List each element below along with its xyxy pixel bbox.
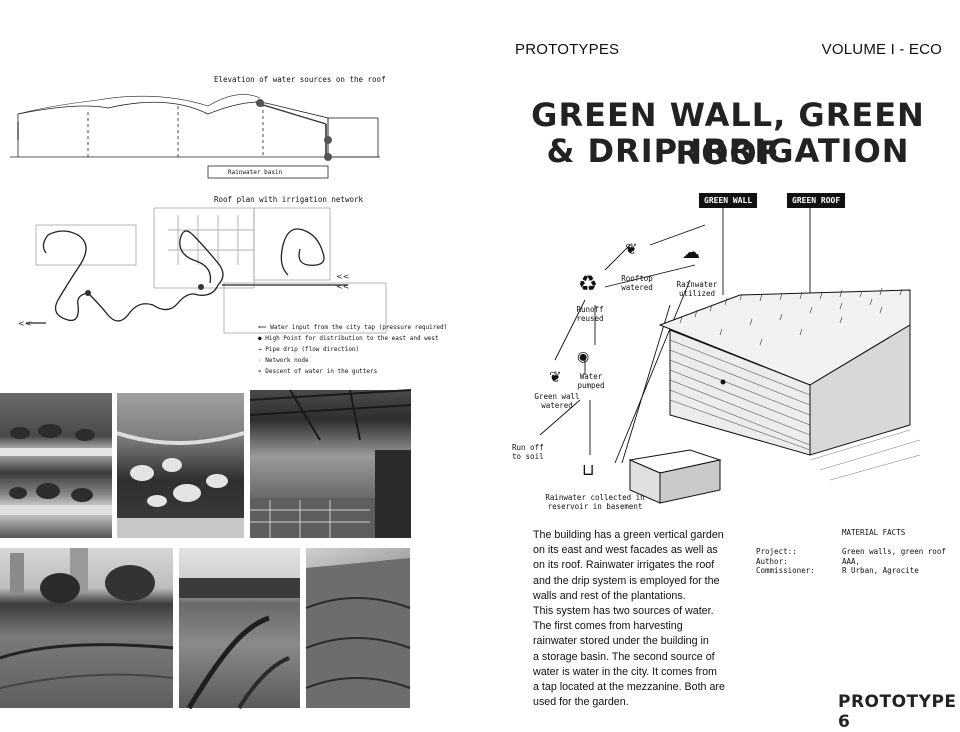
facts-value: R Urban, Agrocite — [842, 566, 919, 575]
plan-title: Roof plan with irrigation network — [214, 195, 364, 204]
photo-gravel-roof — [179, 548, 300, 710]
green-roof-tag: GREEN ROOF — [787, 193, 846, 208]
description-line: walls and rest of the plantations. — [533, 589, 686, 602]
green-wall-tag: GREEN WALL — [699, 193, 758, 208]
facts-key: Project:: — [756, 547, 797, 556]
svg-text:<<: << — [18, 319, 31, 328]
tap-icon: ⊔ — [582, 460, 595, 479]
facts-value: Green walls, green roof — [842, 547, 946, 556]
facts-value: AAA, — [842, 556, 861, 566]
elevation-sketch — [10, 94, 380, 179]
plan-legend: ⟸ Water input from the city tap (pressur… — [258, 322, 447, 377]
description-line: This system has two sources of water. — [533, 605, 714, 618]
plant-icon: ❦ — [625, 240, 638, 258]
description-line: a tap located at the mezzanine. Both are — [533, 681, 725, 694]
prototype-number: PROTOTYPE 6 — [838, 692, 957, 732]
volume-header: VOLUME I - ECO — [821, 41, 942, 58]
facts-key: Author: — [756, 556, 788, 566]
basin-label: Rainwater basin — [228, 169, 283, 176]
elevation-title: Elevation of water sources on the roof — [214, 75, 386, 84]
page-title-line-1: GREEN WALL, GREEN ROOF — [531, 96, 925, 172]
legend-item: « Descent of water in the gutters — [258, 368, 378, 375]
svg-text:<<: << — [336, 272, 349, 281]
legend-item: → Pipe drip (flow direction) — [258, 346, 360, 353]
description-line: rainwater stored under the building in — [533, 635, 709, 648]
wall-plant-icon: ❦ — [549, 368, 562, 386]
description-line: on its roof. Rainwater irrigates the roo… — [533, 559, 715, 572]
description-line: water is water in the city. It comes fro… — [533, 665, 717, 678]
description-line: The first comes from harvesting — [533, 620, 683, 633]
description-line: and the drip system is employed for the — [533, 574, 720, 587]
photo-rooftop-path — [0, 548, 174, 708]
section-header: PROTOTYPES — [515, 41, 620, 58]
photo-planters — [0, 393, 112, 538]
legend-item: ⟸ Water input from the city tap (pressur… — [258, 324, 448, 331]
description-line: used for the garden. — [533, 696, 629, 709]
description-line: a storage basin. The second source of — [533, 650, 715, 663]
pump-icon: ◉ — [577, 349, 590, 365]
photo-pond — [249, 389, 412, 538]
description-line: on its east and west facades as well as — [533, 544, 718, 557]
legend-item: ● High Point for distribution to the eas… — [258, 335, 439, 342]
legend-item: · Network node — [258, 357, 309, 364]
photo-seedlings — [116, 393, 245, 538]
svg-text:<<: << — [336, 282, 349, 291]
material-facts-table: Project:: Green walls, green roof Author… — [756, 547, 956, 576]
facts-row: Commissioner: R Urban, Agrocite — [756, 566, 956, 576]
facts-row: Project:: Green walls, green roof — [756, 547, 956, 557]
material-facts-title: MATERIAL FACTS — [842, 528, 906, 537]
facts-row: Author: AAA, — [756, 557, 956, 567]
description-text: The building has a green vertical garden… — [533, 528, 753, 710]
roof-plan-sketch: << << << — [18, 207, 387, 334]
description-line: The building has a green vertical garden — [533, 529, 724, 541]
photo-green-roof-slope — [305, 548, 411, 708]
recycle-icon: ♻ — [578, 272, 598, 297]
rain-cloud-icon: ☁ — [682, 242, 700, 263]
page-title-line-2: & DRIP IRRIGATION — [546, 132, 910, 170]
facts-key: Commissioner: — [756, 566, 815, 575]
building-diagram — [539, 205, 921, 504]
